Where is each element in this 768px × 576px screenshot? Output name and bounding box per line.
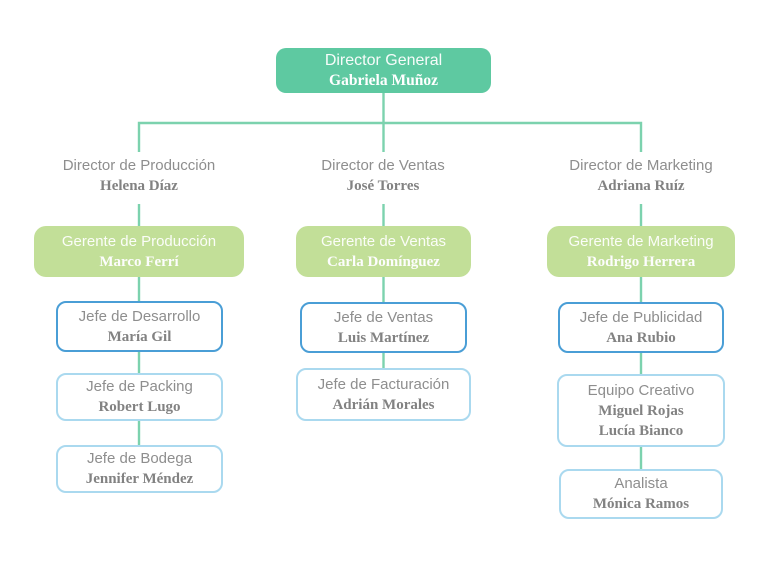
node-name: Gabriela Muñoz: [329, 72, 438, 89]
node-title: Director de Producción: [62, 157, 216, 174]
node-title: Equipo Creativo: [587, 381, 695, 399]
org-node-jefe-facturacion: Jefe de Facturación Adrián Morales: [296, 368, 471, 421]
org-node-director-general: Director General Gabriela Muñoz: [276, 48, 491, 93]
node-title: Jefe de Publicidad: [579, 308, 703, 326]
node-name: Rodrigo Herrera: [586, 253, 696, 270]
node-title: Jefe de Packing: [86, 378, 193, 395]
node-title: Gerente de Ventas: [320, 232, 447, 250]
node-name: María Gil: [107, 328, 172, 345]
org-node-director-ventas: Director de Ventas José Torres: [273, 155, 493, 197]
node-name: Robert Lugo: [98, 399, 181, 415]
org-node-jefe-publicidad: Jefe de Publicidad Ana Rubio: [558, 302, 724, 353]
node-title: Jefe de Desarrollo: [78, 307, 201, 325]
node-title: Director de Ventas: [321, 157, 445, 174]
node-name: Ana Rubio: [606, 329, 676, 346]
node-name: Luis Martínez: [337, 329, 430, 346]
org-node-jefe-packing: Jefe de Packing Robert Lugo: [56, 373, 223, 421]
node-title: Gerente de Producción: [61, 232, 217, 250]
connector-horizontal: [137, 121, 643, 152]
org-node-director-produccion: Director de Producción Helena Díaz: [29, 155, 249, 197]
org-node-analista: Analista Mónica Ramos: [559, 469, 723, 519]
org-node-jefe-ventas: Jefe de Ventas Luis Martínez: [300, 302, 467, 353]
node-name: Jennifer Méndez: [85, 471, 194, 487]
node-name: Miguel Rojas: [598, 402, 684, 419]
node-title: Analista: [614, 475, 668, 492]
node-name: Helena Díaz: [100, 178, 178, 194]
node-title: Jefe de Ventas: [333, 308, 434, 326]
org-node-jefe-bodega: Jefe de Bodega Jennifer Méndez: [56, 445, 223, 493]
node-title: Jefe de Facturación: [317, 375, 450, 393]
node-title: Director General: [324, 52, 443, 69]
node-name: José Torres: [346, 178, 420, 194]
org-node-equipo-creativo: Equipo Creativo Miguel Rojas Lucía Bianc…: [557, 374, 725, 447]
node-name: Carla Domínguez: [327, 253, 440, 270]
node-name: Adriana Ruíz: [597, 178, 685, 194]
node-title: Gerente de Marketing: [568, 232, 714, 250]
node-name: Mónica Ramos: [592, 496, 690, 512]
org-node-jefe-desarrollo: Jefe de Desarrollo María Gil: [56, 301, 223, 352]
org-node-gerente-marketing: Gerente de Marketing Rodrigo Herrera: [547, 226, 735, 277]
org-node-gerente-ventas: Gerente de Ventas Carla Domínguez: [296, 226, 471, 277]
node-name: Lucía Bianco: [598, 422, 684, 439]
node-title: Director de Marketing: [569, 157, 713, 174]
node-name: Marco Ferrí: [99, 253, 179, 270]
org-node-gerente-produccion: Gerente de Producción Marco Ferrí: [34, 226, 244, 277]
org-node-director-marketing: Director de Marketing Adriana Ruíz: [531, 155, 751, 197]
node-title: Jefe de Bodega: [86, 450, 193, 467]
node-name: Adrián Morales: [332, 396, 435, 413]
